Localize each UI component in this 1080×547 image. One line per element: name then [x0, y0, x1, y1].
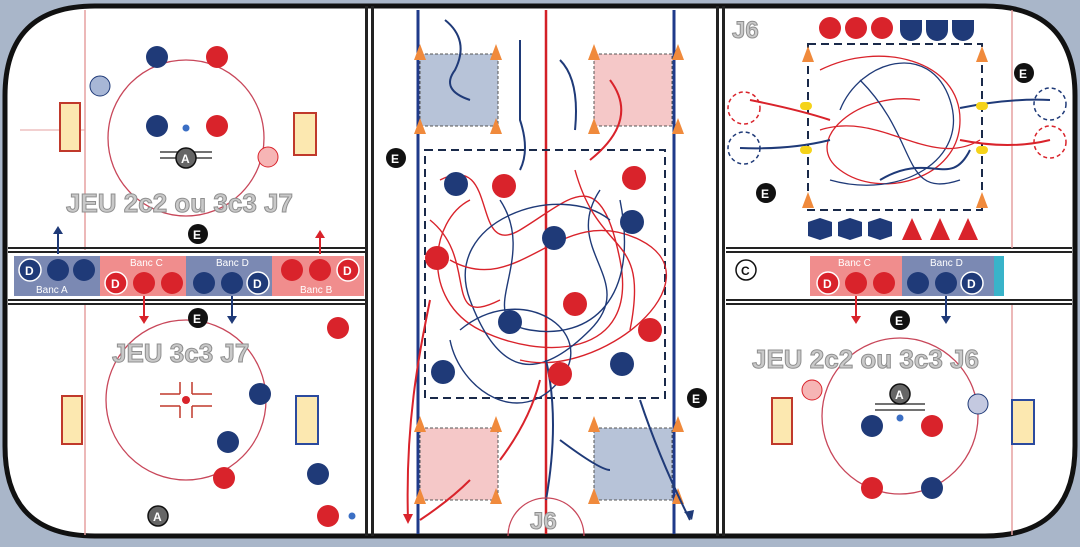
goal-left-bottom [61, 395, 83, 445]
defense-marker: D [25, 264, 34, 278]
referee-label: A [181, 152, 190, 166]
station-dividers [365, 6, 725, 536]
bench-c-label: Banc C [130, 258, 163, 269]
player-blue [249, 383, 271, 405]
left-station: Banc A Banc C Banc D Banc B D D D D E [8, 10, 365, 535]
captain-label: C [741, 264, 750, 278]
bench-b-label: Banc B [300, 285, 333, 296]
player-blue [146, 46, 168, 68]
coach-label: E [193, 312, 201, 326]
defense-marker: D [111, 277, 120, 291]
captain-marker [735, 259, 757, 281]
player-red [206, 46, 228, 68]
referee-marker [889, 383, 911, 405]
coach-marker [756, 183, 776, 203]
coach-marker [188, 224, 208, 244]
goalie-red [257, 146, 279, 168]
player-red [327, 317, 349, 339]
defense-marker: D [343, 264, 352, 278]
station-label-center-bottom: J6 [530, 508, 558, 536]
coach-label: E [391, 152, 399, 166]
bench-c-right-label: Banc C [838, 258, 871, 269]
zone-title-bottom-left: JEU 3c3 J7 [111, 338, 250, 369]
station-label-top-right: J6 [732, 17, 759, 44]
faceoff-circle-bottom-right [821, 337, 979, 495]
coach-marker [1014, 63, 1034, 83]
coach-marker [188, 308, 208, 328]
goalie-blue [89, 75, 111, 97]
referee-label: A [153, 510, 162, 524]
defense-marker: D [967, 277, 976, 291]
coach-label: E [761, 187, 769, 201]
player-blue [146, 115, 168, 137]
goal-right-bottom [295, 395, 319, 445]
bench-d-label: Banc D [216, 258, 249, 269]
goal-right-top [293, 112, 317, 156]
player-red [206, 115, 228, 137]
player-blue [307, 463, 329, 485]
faceoff-circle-top-left [107, 59, 265, 217]
right-station: J6 E E C Banc C Banc D D D E [726, 10, 1072, 535]
right-top-players [808, 17, 978, 240]
defense-marker: D [253, 277, 262, 291]
coach-label: E [193, 228, 201, 242]
center-station: E E [386, 10, 707, 537]
coach-label: E [1019, 67, 1027, 81]
coach-marker [890, 310, 910, 330]
coach-label: E [692, 392, 700, 406]
referee-label: A [895, 388, 904, 402]
player-blue [217, 431, 239, 453]
player-red [317, 505, 339, 527]
referee-marker [175, 147, 197, 169]
zone-title-bottom-right: JEU 2c2 ou 3c3 J6 [752, 344, 980, 375]
bench-d-right-label: Banc D [930, 258, 963, 269]
coach-marker [386, 148, 406, 168]
bench-a-label: Banc A [36, 285, 68, 296]
defense-marker: D [823, 277, 832, 291]
coach-label: E [895, 314, 903, 328]
coach-marker [687, 388, 707, 408]
zone-title-top-left: JEU 2c2 ou 3c3 J7 [66, 188, 294, 219]
play-zone-center [424, 149, 666, 399]
goal-left-top [59, 102, 81, 152]
center-players [425, 166, 662, 386]
player-red [213, 467, 235, 489]
referee-marker [147, 505, 169, 527]
